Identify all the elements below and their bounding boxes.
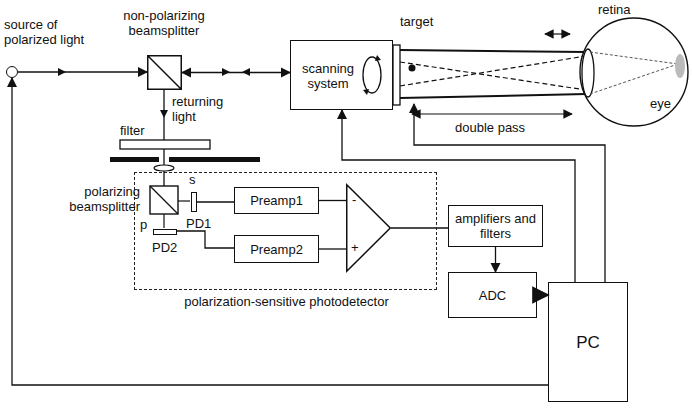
node-text: scanning system bbox=[297, 61, 359, 91]
scan-arrow bbox=[363, 89, 369, 95]
part-label: returning light bbox=[172, 94, 242, 124]
part-label: target bbox=[400, 14, 450, 29]
part-label: filter bbox=[120, 123, 160, 138]
scanner-box: scanning system bbox=[290, 40, 393, 110]
connector bbox=[537, 294, 548, 296]
process-box: amplifiers and filters bbox=[448, 205, 543, 247]
aperture bbox=[110, 157, 159, 162]
connector bbox=[177, 231, 234, 248]
node-text: ADC bbox=[475, 288, 510, 303]
double-pass-arrow bbox=[412, 113, 572, 114]
connector bbox=[319, 248, 346, 249]
photodiode: PD1 bbox=[191, 192, 197, 212]
lens bbox=[154, 165, 174, 171]
beam-s bbox=[178, 200, 190, 201]
connector bbox=[319, 200, 346, 201]
scan-arrow bbox=[375, 55, 381, 61]
motion-arrow bbox=[545, 33, 570, 34]
cube-outline bbox=[147, 55, 182, 90]
ray bbox=[400, 62, 586, 90]
node-text: PD1 bbox=[186, 216, 218, 231]
ray bbox=[590, 52, 678, 64]
node-text: non-polarizing beamsplitter bbox=[114, 8, 214, 38]
part-label: retina bbox=[598, 2, 648, 17]
scan-loop bbox=[363, 57, 381, 93]
output-window bbox=[393, 45, 400, 105]
beam-arrow bbox=[160, 110, 168, 118]
ray bbox=[400, 50, 586, 52]
connector bbox=[495, 247, 496, 272]
part-label: polarizing beamsplitter bbox=[62, 184, 140, 214]
beam-p bbox=[163, 214, 164, 228]
eye-lens bbox=[582, 49, 594, 97]
node-text: source of polarized light bbox=[4, 17, 99, 47]
node-text: Preamp2 bbox=[246, 242, 307, 257]
part-label: double pass bbox=[455, 120, 545, 135]
preamp-box: Preamp2 bbox=[234, 235, 319, 263]
pbs-diagonal bbox=[150, 186, 178, 214]
eyeball bbox=[580, 18, 688, 126]
connector bbox=[391, 227, 448, 228]
detector-group: polarization-sensitive photodetectorPD1P… bbox=[134, 172, 437, 290]
node-text: + bbox=[351, 240, 363, 255]
part-label: p bbox=[140, 217, 150, 232]
preamp-box: Preamp1 bbox=[234, 187, 319, 214]
node-text: PC bbox=[572, 335, 604, 350]
node-text: amplifiers and filters bbox=[449, 211, 542, 241]
node-text: polarization-sensitive photodetector bbox=[135, 294, 438, 309]
aperture bbox=[169, 157, 260, 162]
process-box: ADC bbox=[448, 272, 537, 318]
filter-plate bbox=[120, 140, 210, 149]
connector bbox=[18, 71, 147, 72]
ray bbox=[400, 94, 586, 98]
part-label: eye bbox=[650, 96, 680, 111]
connector bbox=[197, 201, 234, 202]
connector bbox=[182, 72, 290, 73]
part-label: s bbox=[189, 172, 199, 187]
connector bbox=[12, 78, 548, 385]
diff-amplifier: -+ bbox=[346, 184, 391, 272]
photodiode: PD2 bbox=[153, 229, 177, 235]
connector bbox=[342, 110, 575, 282]
pbs-cube bbox=[150, 186, 178, 214]
node-text: PD2 bbox=[152, 240, 184, 255]
retina-spot bbox=[675, 54, 685, 78]
ray bbox=[590, 64, 678, 94]
light-source: source of polarized light bbox=[6, 66, 18, 78]
control-wire bbox=[414, 104, 605, 282]
node-text: Preamp1 bbox=[246, 193, 307, 208]
target-dot bbox=[409, 65, 416, 72]
node-text: - bbox=[352, 192, 364, 207]
beamsplitter-cube: non-polarizing beamsplitter bbox=[147, 55, 182, 90]
computer-box: PC bbox=[548, 282, 628, 402]
ray bbox=[400, 56, 586, 86]
